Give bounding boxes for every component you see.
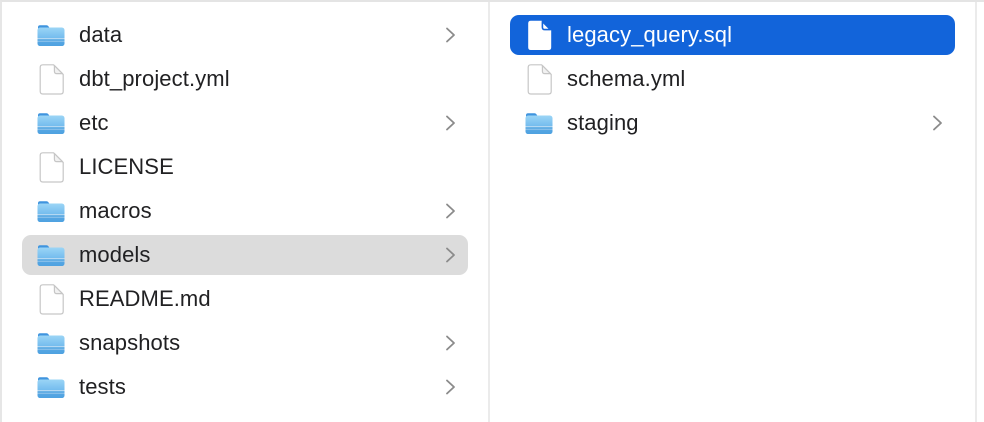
folder-icon	[37, 113, 65, 134]
file-icon	[39, 151, 64, 183]
item-label: legacy_query.sql	[567, 22, 733, 47]
list-item[interactable]: models	[22, 235, 468, 275]
item-label: README.md	[79, 286, 211, 311]
column-right: legacy_query.sql schema.yml staging	[490, 2, 977, 422]
list-item[interactable]: staging	[510, 103, 955, 143]
list-item[interactable]: tests	[22, 367, 468, 407]
list-item[interactable]: dbt_project.yml	[22, 59, 468, 99]
file-icon	[527, 20, 551, 50]
item-label: dbt_project.yml	[79, 66, 230, 91]
item-label: LICENSE	[79, 154, 174, 179]
list-item[interactable]: snapshots	[22, 323, 468, 363]
list-item[interactable]: legacy_query.sql	[510, 15, 955, 55]
list-item[interactable]: schema.yml	[510, 59, 955, 99]
chevron-right-icon	[444, 26, 456, 44]
chevron-right-icon	[444, 114, 456, 132]
folder-icon	[37, 245, 65, 266]
list-item[interactable]: macros	[22, 191, 468, 231]
chevron-right-icon	[444, 246, 456, 264]
file-icon	[39, 63, 64, 95]
list-item[interactable]: data	[22, 15, 468, 55]
item-label: schema.yml	[567, 66, 686, 91]
file-icon	[39, 283, 64, 315]
item-label: etc	[79, 110, 109, 135]
column-left: data dbt_project.yml etc	[2, 2, 490, 422]
item-label: data	[79, 22, 123, 47]
folder-icon	[37, 377, 65, 398]
item-label: snapshots	[79, 330, 181, 355]
chevron-right-icon	[444, 378, 456, 396]
folder-icon	[37, 25, 65, 46]
folder-icon	[37, 333, 65, 354]
folder-icon	[37, 201, 65, 222]
file-icon	[527, 63, 552, 95]
list-item[interactable]: LICENSE	[22, 147, 468, 187]
list-item[interactable]: README.md	[22, 279, 468, 319]
chevron-right-icon	[931, 114, 943, 132]
item-label: models	[79, 242, 151, 267]
item-label: macros	[79, 198, 152, 223]
item-label: tests	[79, 374, 126, 399]
list-item[interactable]: etc	[22, 103, 468, 143]
item-label: staging	[567, 110, 639, 135]
column-stub	[977, 2, 984, 422]
chevron-right-icon	[444, 202, 456, 220]
chevron-right-icon	[444, 334, 456, 352]
folder-icon	[525, 113, 553, 134]
